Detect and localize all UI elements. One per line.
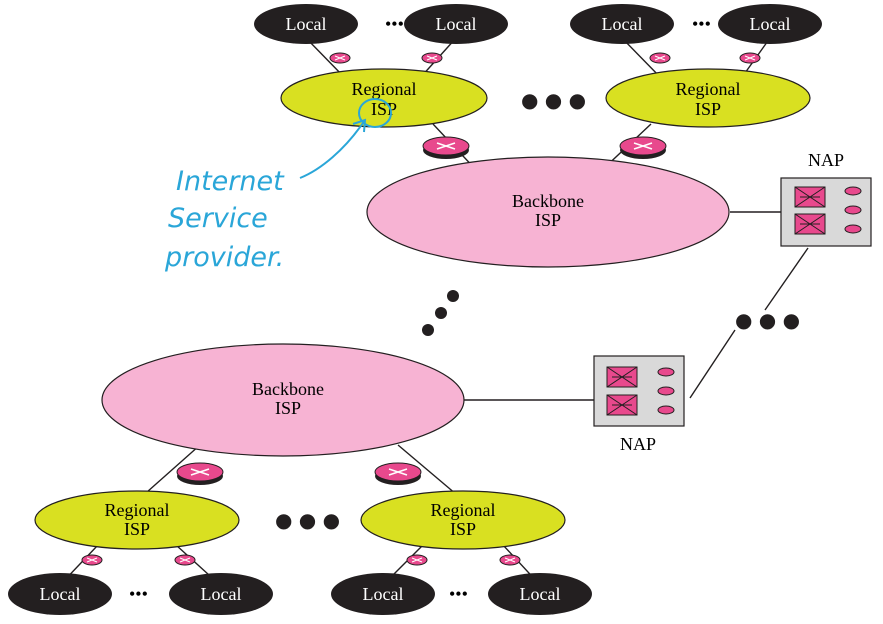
backbone-label-line1: Backbone: [512, 191, 584, 211]
local-isp-bottom-2: Local: [169, 573, 273, 615]
annotation-arrow: [299, 118, 367, 179]
local-label: Local: [436, 14, 477, 34]
local-label: Local: [201, 584, 242, 604]
router-small: [329, 52, 351, 64]
nap-label: NAP: [808, 150, 844, 170]
backbone-isp-bottom: Backbone ISP: [101, 343, 465, 457]
annotation-line3: provider.: [164, 242, 284, 273]
router-large: [619, 136, 667, 159]
local-label: Local: [602, 14, 643, 34]
backbone-isp-top: Backbone ISP: [366, 156, 730, 268]
ellipsis-bottom-right-locals: •••: [449, 584, 468, 604]
ellipsis-bottom-regionals: ● ● ●: [275, 508, 340, 532]
local-label: Local: [286, 14, 327, 34]
local-isp-top-1: Local: [254, 4, 358, 44]
regional-isp-top-right: Regional ISP: [605, 68, 811, 128]
nap-top: NAP: [780, 150, 872, 247]
router-small: [406, 554, 428, 566]
router-large: [374, 462, 422, 485]
handwritten-annotation: Internet Service provider.: [164, 98, 392, 273]
nap-bottom: NAP: [593, 355, 685, 454]
router-small: [174, 554, 196, 566]
regional-isp-bottom-left: Regional ISP: [34, 490, 240, 550]
local-isp-top-4: Local: [718, 4, 822, 44]
ellipsis-naps: ● ● ●: [735, 308, 800, 332]
regional-label-line1: Regional: [676, 79, 741, 99]
ellipsis-bottom-left-locals: •••: [129, 584, 148, 604]
nap-label: NAP: [620, 434, 656, 454]
regional-label-line2: ISP: [695, 99, 721, 119]
local-isp-top-2: Local: [404, 4, 508, 44]
local-isp-bottom-1: Local: [8, 573, 112, 615]
local-label: Local: [520, 584, 561, 604]
ellipsis-backbones: [422, 290, 459, 336]
local-isp-bottom-4: Local: [488, 573, 592, 615]
backbone-label-line2: ISP: [535, 210, 561, 230]
ellipsis-top-regionals: ● ● ●: [521, 88, 586, 112]
router-small: [499, 554, 521, 566]
regional-label-line1: Regional: [431, 500, 496, 520]
router-small: [421, 52, 443, 64]
local-label: Local: [750, 14, 791, 34]
local-isp-bottom-3: Local: [331, 573, 435, 615]
local-label: Local: [363, 584, 404, 604]
regional-label-line2: ISP: [450, 519, 476, 539]
regional-label-line1: Regional: [105, 500, 170, 520]
router-small: [739, 52, 761, 64]
regional-isp-top-left: Regional ISP: [280, 68, 488, 128]
regional-label-line1: Regional: [352, 79, 417, 99]
regional-label-line2: ISP: [124, 519, 150, 539]
router-large: [176, 462, 224, 485]
backbone-label-line2: ISP: [275, 398, 301, 418]
router-large: [422, 136, 470, 159]
annotation-circle: [358, 98, 392, 128]
backbone-label-line1: Backbone: [252, 379, 324, 399]
regional-isp-bottom-right: Regional ISP: [360, 490, 566, 550]
ellipsis-top-left-locals: •••: [385, 14, 404, 34]
router-small: [649, 52, 671, 64]
local-label: Local: [40, 584, 81, 604]
local-isp-top-3: Local: [570, 4, 674, 44]
annotation-line2: Service: [168, 203, 268, 234]
router-small: [81, 554, 103, 566]
ellipsis-top-right-locals: •••: [692, 14, 711, 34]
annotation-line1: Internet: [176, 166, 285, 197]
